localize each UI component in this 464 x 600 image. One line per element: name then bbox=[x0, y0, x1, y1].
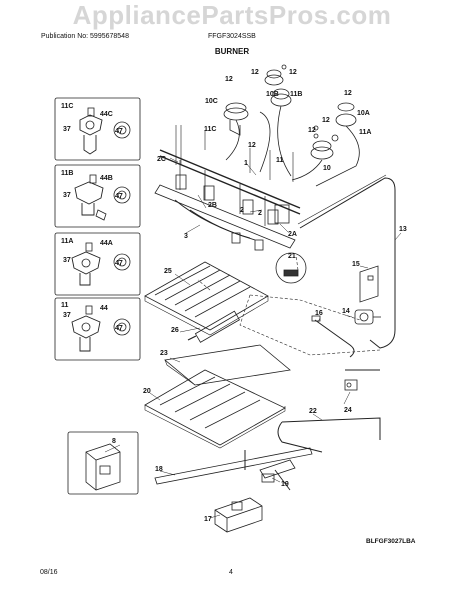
callout-11C: 11C bbox=[204, 126, 216, 133]
tray-25 bbox=[144, 261, 269, 336]
callout-10A: 10A bbox=[357, 110, 370, 117]
callout-23: 23 bbox=[160, 350, 168, 357]
footer-date: 08/16 bbox=[40, 569, 58, 576]
callout-24: 24 bbox=[344, 407, 352, 414]
inset-11 bbox=[54, 297, 141, 361]
callout-12-e: 12 bbox=[322, 117, 330, 124]
callout-11: 11 bbox=[276, 157, 284, 164]
callout-8: 8 bbox=[112, 438, 116, 445]
burner-heads bbox=[223, 69, 360, 187]
callout-10C: 10C bbox=[205, 98, 218, 105]
callout-12-d: 12 bbox=[344, 90, 352, 97]
electrodes bbox=[175, 64, 319, 182]
valve-17 bbox=[214, 497, 263, 533]
callout-20: 20 bbox=[143, 388, 151, 395]
callout-10: 10 bbox=[323, 165, 331, 172]
inset-11C bbox=[54, 97, 141, 161]
callout-17: 17 bbox=[204, 516, 212, 523]
callout-2B: 2B bbox=[208, 202, 217, 209]
callout-12-a: 12 bbox=[251, 69, 259, 76]
leader-lines bbox=[104, 157, 402, 519]
inset-11A-47: 47 bbox=[115, 260, 123, 267]
gas-tube-13 bbox=[299, 177, 396, 349]
callout-26: 26 bbox=[171, 327, 179, 334]
tube-16 bbox=[311, 315, 355, 358]
inset-11A-37: 37 bbox=[63, 257, 71, 264]
page-title: BURNER bbox=[214, 47, 250, 56]
inset-11B-44: 44B bbox=[100, 175, 113, 182]
manifold-assembly bbox=[154, 149, 301, 251]
callout-19: 19 bbox=[281, 481, 289, 488]
rail-18 bbox=[154, 447, 313, 485]
inset-21 bbox=[275, 252, 307, 284]
inset-11A-id: 11A bbox=[61, 238, 73, 245]
callout-12-g: 12 bbox=[248, 142, 256, 149]
burner-26 bbox=[187, 310, 240, 343]
inset-11C-44: 44C bbox=[100, 111, 113, 118]
inset-11-47: 47 bbox=[115, 325, 123, 332]
inset-11-37: 37 bbox=[63, 312, 71, 319]
tube-22 bbox=[277, 369, 381, 453]
diagram-code: BLFGF3027LBA bbox=[366, 538, 416, 545]
bracket-15 bbox=[359, 265, 379, 303]
callout-1: 1 bbox=[244, 160, 248, 167]
callout-16: 16 bbox=[315, 310, 323, 317]
callout-2C: 2C bbox=[157, 156, 166, 163]
inset-11-id: 11 bbox=[61, 302, 69, 309]
callout-21: 21 bbox=[288, 253, 296, 260]
inset-11A bbox=[54, 232, 141, 296]
callout-11B: 11B bbox=[290, 91, 302, 98]
callout-12-b: 12 bbox=[289, 69, 297, 76]
callout-11A: 11A bbox=[359, 129, 371, 136]
callout-14: 14 bbox=[342, 308, 350, 315]
callout-2A: 2A bbox=[288, 231, 297, 238]
inset-11B-47: 47 bbox=[115, 193, 123, 200]
igniter-19 bbox=[259, 459, 296, 491]
inset-11C-37: 37 bbox=[63, 126, 71, 133]
inset-11B bbox=[54, 164, 141, 228]
inset-11A-44: 44A bbox=[100, 240, 113, 247]
valve-14 bbox=[354, 309, 381, 325]
burner-23 bbox=[164, 344, 291, 386]
callout-12-f: 12 bbox=[308, 127, 316, 134]
inset-11C-id: 11C bbox=[61, 103, 73, 110]
inset-11B-37: 37 bbox=[63, 192, 71, 199]
inset-11B-id: 11B bbox=[61, 170, 73, 177]
callout-22: 22 bbox=[309, 408, 317, 415]
callout-25: 25 bbox=[164, 268, 172, 275]
callout-13: 13 bbox=[399, 226, 407, 233]
page-number: 4 bbox=[229, 569, 233, 576]
callout-2-second: 2 bbox=[240, 207, 244, 214]
callout-labels: 1 2 2 2A 2B 2C 3 8 10 10A 10B 10C 11 11A… bbox=[61, 69, 407, 523]
callout-3: 3 bbox=[184, 233, 188, 240]
tray-20 bbox=[144, 369, 286, 449]
watermark: AppliancePartsPros.com bbox=[72, 0, 392, 30]
callout-15: 15 bbox=[352, 261, 360, 268]
model-number: FFGF3024SSB bbox=[208, 33, 256, 40]
callout-12-c: 12 bbox=[225, 76, 233, 83]
publication-number: Publication No: 5995678548 bbox=[41, 33, 129, 40]
inset-8 bbox=[67, 431, 139, 495]
inset-11-44: 44 bbox=[100, 305, 108, 312]
callout-10B: 10B bbox=[266, 91, 279, 98]
inset-11C-47: 47 bbox=[115, 128, 123, 135]
callout-2: 2 bbox=[258, 210, 262, 217]
callout-18: 18 bbox=[155, 466, 163, 473]
